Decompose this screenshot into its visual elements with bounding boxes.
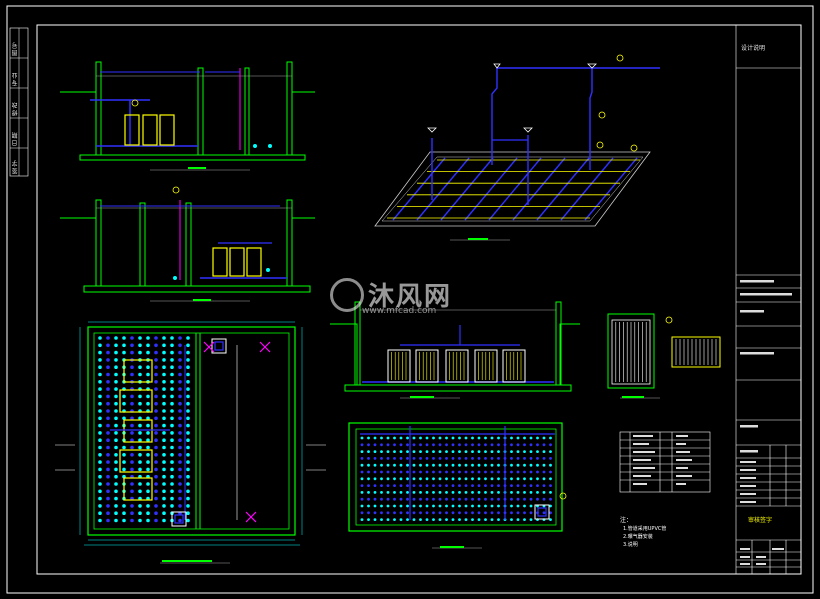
side-strip-label-3: 日 期 — [12, 132, 19, 146]
side-strip-dividers — [10, 28, 28, 176]
plan-view-left — [55, 321, 326, 564]
plan-view-right — [348, 422, 567, 549]
watermark: 沐风网 — [330, 276, 452, 313]
isometric-pipe-network — [374, 54, 660, 241]
section-view-2 — [60, 186, 315, 302]
section-view-1 — [60, 61, 315, 171]
side-strip-label-2: 修 改 — [12, 102, 19, 116]
material-table — [619, 431, 711, 493]
aerator-detail — [607, 313, 721, 399]
mf-logo-icon — [330, 277, 364, 312]
inner-frame — [36, 24, 802, 575]
watermark-brand: 沐风网 — [368, 282, 453, 312]
sign-text: 审核签字 — [748, 517, 773, 524]
title-block — [735, 25, 801, 574]
side-strip-label-1: 专 业 — [12, 72, 19, 86]
side-strip-label-0: 图 号 — [12, 42, 19, 56]
section-view-3 — [330, 301, 580, 399]
note-line-0: 1.管道采用UPVC管 — [623, 526, 667, 532]
note-line-2: 3.说明 — [623, 542, 638, 548]
note-line-1: 2.曝气器安装 — [623, 534, 653, 540]
notes-heading: 注： — [620, 517, 633, 524]
design-note-label: 设计说明 — [741, 45, 766, 52]
material-table-cells — [633, 435, 692, 485]
side-strip-label-4: 签 字 — [12, 160, 19, 174]
title-block-filler-text — [740, 280, 792, 565]
watermark-url: www.mfcad.com — [362, 306, 437, 316]
outer-frame — [6, 5, 814, 594]
